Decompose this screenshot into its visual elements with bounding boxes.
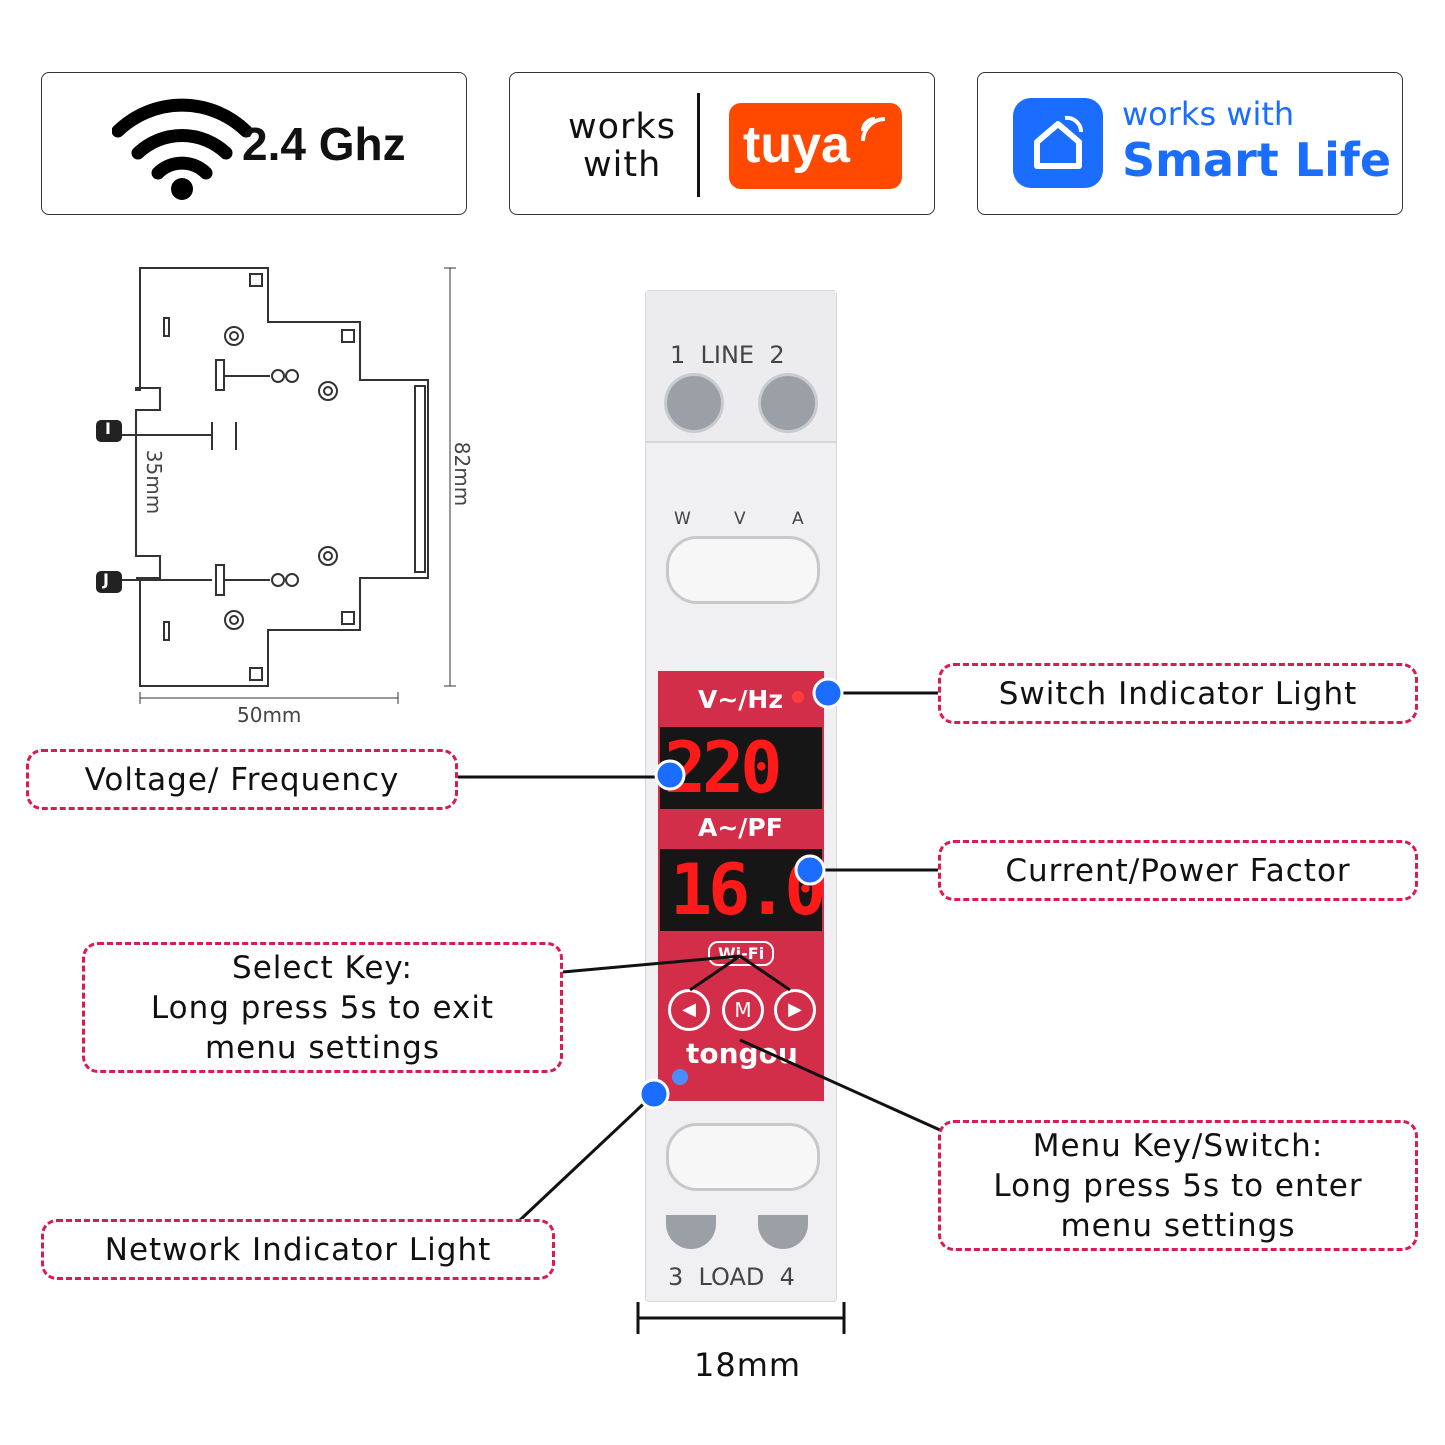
menu-key-line3: menu settings — [1060, 1207, 1296, 1244]
network-indicator-dot — [638, 1078, 670, 1110]
width-18mm-label: 18mm — [694, 1346, 802, 1384]
right-button[interactable]: ▶ — [774, 989, 816, 1031]
select-key-line2: Long press 5s to exit — [150, 989, 495, 1026]
switch-indicator-led — [792, 691, 804, 703]
upper-slot — [666, 536, 820, 604]
screw-2 — [758, 373, 818, 433]
callout-network-indicator-text: Network Indicator Light — [104, 1231, 492, 1268]
tuya-works-line2: with — [583, 145, 662, 185]
voltage-frequency-dot — [654, 759, 686, 791]
home-icon — [1013, 98, 1103, 188]
menu-button[interactable]: M — [722, 989, 764, 1031]
tuya-signal-icon — [861, 117, 886, 142]
callout-switch-indicator-text: Switch Indicator Light — [998, 675, 1358, 712]
tuya-logo-text: tuya — [743, 116, 850, 174]
marker-i-label: I — [105, 419, 111, 438]
meter-label-v: V — [734, 509, 746, 529]
line-label: 1 LINE 2 — [670, 341, 785, 369]
width-50mm-label: 50mm — [237, 703, 302, 727]
smartlife-works-with: works with — [1122, 95, 1295, 133]
brand-label: tongou — [686, 1037, 798, 1070]
callout-voltage-frequency-text: Voltage/ Frequency — [84, 761, 400, 798]
callout-voltage-frequency: Voltage/ Frequency — [26, 749, 458, 810]
marker-j — [96, 571, 122, 593]
dimension-drawing — [96, 267, 456, 704]
callout-select-key: Select Key: Long press 5s to exit menu s… — [82, 942, 563, 1073]
smartlife-badge: works with Smart Life — [977, 72, 1403, 215]
network-indicator-led — [672, 1069, 688, 1085]
select-key-line1: Select Key: — [232, 949, 413, 986]
meter-label-w: W — [674, 509, 691, 529]
callout-current-pf: Current/Power Factor — [938, 840, 1418, 901]
display2-screen: 16.0 — [660, 849, 827, 931]
callout-current-pf-text: Current/Power Factor — [1005, 852, 1351, 889]
tuya-logo: tuya — [729, 103, 902, 189]
tuya-badge: works with tuya — [509, 72, 935, 215]
width-dimension — [636, 1302, 846, 1334]
display1-label: V~/Hz — [698, 685, 783, 714]
tuya-works-line1: works — [568, 107, 676, 147]
switch-indicator-dot — [812, 677, 844, 709]
current-pf-dot — [794, 854, 826, 886]
lower-slot — [666, 1123, 820, 1191]
screw-1 — [664, 373, 724, 433]
menu-key-line2: Long press 5s to enter — [993, 1167, 1363, 1204]
display2-label: A~/PF — [698, 813, 783, 842]
smartlife-brand: Smart Life — [1122, 133, 1392, 187]
callout-network-indicator: Network Indicator Light — [41, 1219, 555, 1280]
callout-menu-key: Menu Key/Switch: Long press 5s to enter … — [938, 1120, 1418, 1251]
meter-label-a: A — [792, 509, 804, 529]
divider — [697, 93, 700, 197]
device: 1 LINE 2 W V A V~/Hz 220 A~/PF 16.0 Wi-F… — [645, 290, 837, 1302]
wifi-icon — [112, 98, 252, 200]
marker-j-label: J — [103, 570, 109, 589]
select-key-line3: menu settings — [204, 1029, 441, 1066]
left-button[interactable]: ◀ — [668, 989, 710, 1031]
wifi-band-label: 2.4 Ghz — [242, 118, 406, 170]
marker-i — [96, 420, 122, 442]
callout-switch-indicator: Switch Indicator Light — [938, 663, 1418, 724]
display-panel: V~/Hz 220 A~/PF 16.0 Wi-Fi ◀ M ▶ tongou — [658, 671, 827, 1101]
wifi-badge: 2.4 Ghz — [41, 72, 467, 215]
load-label: 3 LOAD 4 — [668, 1263, 795, 1291]
menu-key-line1: Menu Key/Switch: — [1032, 1127, 1324, 1164]
